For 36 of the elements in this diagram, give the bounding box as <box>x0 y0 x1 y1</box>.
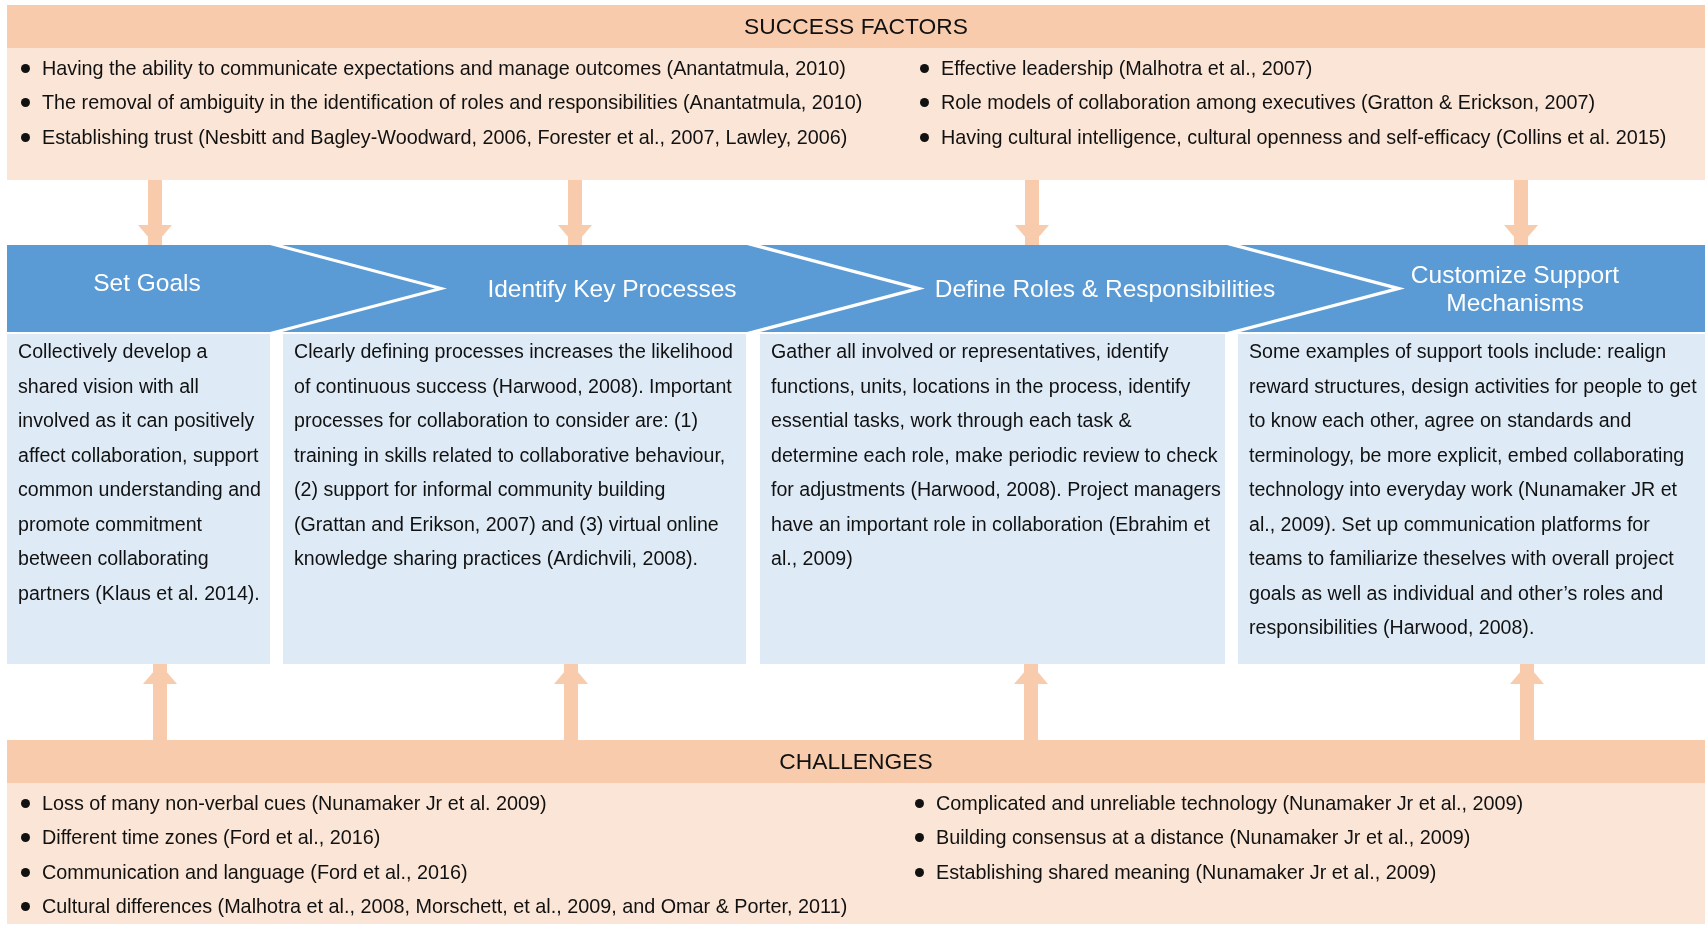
description-text: Some examples of support tools include: realign reward structures, design activities for people to get to know each other, agree on standards and terminology, be more explicit, embed collaborating technology into everyday work (Nunamaker JR et al., 2009). Set up communication platforms for teams to familiarize theselves with overall project goals as well as individual and other’s roles and responsibilities (Harwood, 2008). <box>1249 339 1698 640</box>
block-arrow <box>1504 180 1538 245</box>
step-title: Identify Key Processes <box>487 274 737 303</box>
block-arrow <box>558 180 592 245</box>
block-arrow <box>1014 664 1048 740</box>
step-title: Customize Support Mechanisms <box>1409 260 1621 317</box>
bullet-item: Establishing trust (Nesbitt and Bagley-Woodward, 2006, Forester et al., 2007, Lawley, 2006) <box>42 125 848 149</box>
block-arrow <box>138 180 172 245</box>
description-text: Gather all involved or representatives, identify functions, units, locations in the process, identify essential tasks, work through each task & determine each role, make periodic review to check for adjustments (Harwood, 2008). Project managers have an important role in collaboration (Ebrahim et al., 2009) <box>771 339 1221 571</box>
panel-title: CHALLENGES <box>7 740 1705 783</box>
bullet-item: The removal of ambiguity in the identification of roles and responsibilities (Anantatmula, 2010) <box>42 91 863 115</box>
panel-title: SUCCESS FACTORS <box>7 5 1705 48</box>
block-arrow <box>143 664 177 740</box>
description-box <box>283 334 746 664</box>
block-arrow <box>1015 180 1049 245</box>
bullet-item: Building consensus at a distance (Nunamaker Jr et al., 2009) <box>936 826 1471 850</box>
block-arrow <box>1510 664 1544 740</box>
description-box <box>760 334 1225 664</box>
bullet-item: Having the ability to communicate expectations and manage outcomes (Anantatmula, 2010) <box>42 56 846 80</box>
bullet-item: Having cultural intelligence, cultural openness and self-efficacy (Collins et al. 2015) <box>941 125 1667 149</box>
header-panel <box>7 5 1705 180</box>
block-arrow <box>554 664 588 740</box>
description-text: Clearly defining processes increases the likelihood of continuous success (Harwood, 2008). Important processes for collaboration to consider are: (1) training in skills related to collaborative behaviour, (2) support for informal community building (Grattan and Erikson, 2007) and (3) virtual online knowledge sharing practices (Ardichvili, 2008). <box>294 339 734 571</box>
bullet-item: Loss of many non-verbal cues (Nunamaker Jr et al. 2009) <box>42 791 547 815</box>
step-title: Define Roles & Responsibilities <box>934 274 1276 303</box>
step-title: Set Goals <box>93 268 201 297</box>
bullet-item: Different time zones (Ford et al., 2016) <box>42 826 381 850</box>
bullet-item: Effective leadership (Malhotra et al., 2007) <box>941 56 1313 80</box>
header-panel <box>7 740 1705 924</box>
bullet-item: Establishing shared meaning (Nunamaker Jr et al., 2009) <box>936 860 1437 884</box>
bullet-item: Complicated and unreliable technology (Nunamaker Jr et al., 2009) <box>936 791 1524 815</box>
bullet-item: Communication and language (Ford et al., 2016) <box>42 860 468 884</box>
description-box <box>7 334 270 664</box>
bullet-item: Role models of collaboration among executives (Gratton & Erickson, 2007) <box>941 91 1596 115</box>
bullet-item: Cultural differences (Malhotra et al., 2008, Morschett, et al., 2009, and Omar & Porter, 2011) <box>42 895 848 919</box>
description-text: Collectively develop a shared vision with all involved as it can positively affect collaboration, support common understanding and promote commitment between collaborating partners (Klaus et al. 2014). <box>18 339 262 606</box>
